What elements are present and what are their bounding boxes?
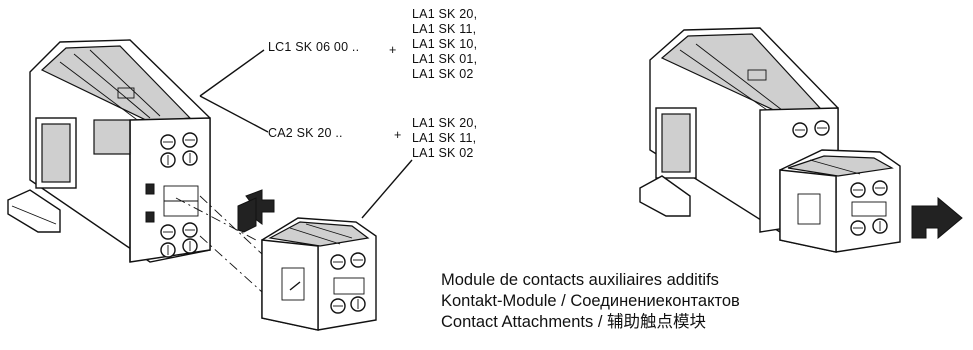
ca2-label: CA2 SK 20 .. [268, 126, 343, 140]
list-item: LA1 SK 20, [412, 7, 478, 21]
alignment-lines [175, 195, 263, 293]
mounted-assembly-drawing [639, 27, 901, 253]
caption-line-french: Module de contacts auxiliaires additifs [441, 271, 719, 289]
contact-module-drawing [261, 217, 377, 331]
list-item: LA1 SK 02 [412, 146, 474, 160]
contactor-drawing [7, 39, 211, 263]
list-item: LA1 SK 01, [412, 52, 478, 66]
plus-sign-2: + [394, 128, 402, 142]
assembly-arrow-icon [237, 189, 275, 233]
lc1-label: LC1 SK 06 00 .. [268, 40, 360, 54]
list-item: LA1 SK 10, [412, 37, 478, 51]
slide-arrow-icon [911, 196, 963, 240]
caption-line-german-russian: Kontakt-Module / Соединениеконтактов [441, 292, 740, 310]
caption: Module de contacts auxiliaires additifs … [441, 270, 740, 333]
leader-lines [199, 49, 413, 219]
list-item: LA1 SK 02 [412, 67, 474, 81]
plus-sign-1: + [389, 43, 397, 57]
list-item: LA1 SK 20, [412, 116, 478, 130]
caption-line-english-chinese: Contact Attachments / 辅助触点模块 [441, 313, 706, 331]
ca2-module-list: LA1 SK 20, LA1 SK 11, LA1 SK 02 [412, 116, 477, 161]
lc1-module-list: LA1 SK 20, LA1 SK 11, LA1 SK 10, LA1 SK … [412, 7, 477, 82]
list-item: LA1 SK 11, [412, 22, 477, 36]
list-item: LA1 SK 11, [412, 131, 477, 145]
